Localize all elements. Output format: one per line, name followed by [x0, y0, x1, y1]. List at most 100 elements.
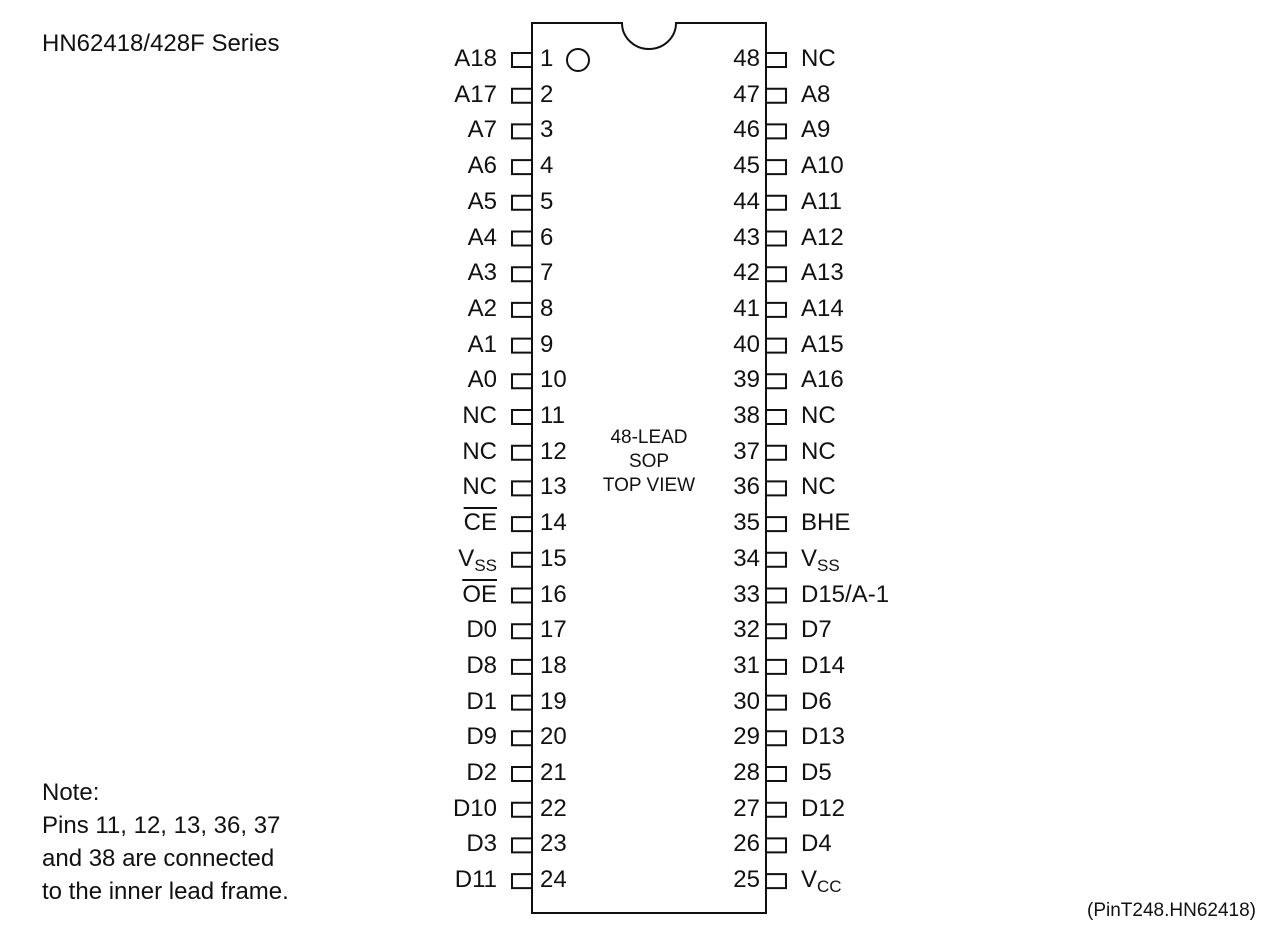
note-line: Pins 11, 12, 13, 36, 37	[42, 812, 281, 839]
pin-name: A0	[467, 366, 497, 394]
pin-stub	[511, 194, 532, 211]
note-heading: Note:	[42, 779, 100, 806]
pin-name: VCC	[801, 866, 842, 897]
pin-name: D13	[801, 723, 846, 751]
pin-number: 15	[540, 544, 567, 572]
figure-id: (PinT248.HN62418)	[1087, 900, 1256, 921]
pin-stub	[766, 730, 787, 747]
pin-number: 10	[540, 366, 567, 394]
pin-stub	[766, 87, 787, 104]
pin-stub	[511, 373, 532, 390]
pin-stub	[766, 587, 787, 604]
pin-stub	[766, 159, 787, 176]
pin-stub	[511, 730, 532, 747]
pin-stub	[766, 373, 787, 390]
pin-number: 16	[540, 580, 567, 608]
pin-number: 6	[540, 223, 554, 251]
pin-stub	[511, 516, 532, 533]
pin-number: 7	[540, 259, 554, 287]
pin-name-subscript: SS	[474, 555, 497, 575]
pin-name: NC	[801, 402, 836, 429]
pin-name: D12	[801, 794, 846, 822]
package-line-lead: 48-LEAD	[610, 427, 688, 448]
package-line-type: SOP	[628, 451, 670, 472]
pin-stub	[511, 623, 532, 640]
package-line-view: TOP VIEW	[602, 475, 696, 496]
pin-stubs	[511, 52, 787, 890]
pin-number: 46	[733, 116, 760, 144]
pin-stub	[766, 694, 787, 711]
pin-name: A12	[801, 223, 844, 251]
pin-stub	[511, 337, 532, 354]
pin-stub	[766, 266, 787, 283]
pin-number: 4	[540, 152, 554, 180]
pin-number: 37	[733, 437, 760, 465]
pin-name: A15	[801, 330, 844, 358]
pin-number: 5	[540, 187, 554, 215]
pin-stub	[766, 301, 787, 318]
pin-number: 22	[540, 794, 567, 822]
pin-name: D7	[801, 616, 832, 644]
pin-number: 40	[733, 330, 760, 358]
pin-stub	[511, 123, 532, 140]
pin-number: 17	[540, 616, 567, 644]
pin-stub	[511, 444, 532, 461]
pin-name: D10	[452, 794, 497, 822]
pin-name: D6	[801, 687, 832, 715]
pin-number: 36	[733, 473, 760, 501]
pin-number: 30	[733, 687, 760, 715]
pin-number: 11	[540, 402, 565, 429]
pin-number: 24	[540, 866, 567, 894]
note-line: to the inner lead frame.	[42, 878, 289, 905]
pin-number: 26	[733, 830, 760, 858]
pin-stub	[511, 409, 532, 425]
pin-stub	[766, 230, 787, 247]
pin-name: A10	[801, 152, 844, 180]
pin-stub	[511, 766, 532, 782]
pin-name: CE	[463, 509, 497, 537]
pin-name: A18	[454, 45, 497, 72]
pin-stub	[766, 444, 787, 461]
pin-stub	[766, 337, 787, 354]
pin-number: 33	[733, 580, 760, 608]
pin-stub	[766, 516, 787, 533]
pin-stub	[511, 230, 532, 247]
pin-number: 47	[733, 80, 760, 108]
pin-stub	[766, 551, 787, 568]
pin-stub	[766, 123, 787, 140]
pin-number: 35	[733, 509, 760, 537]
pin-number: 1	[540, 45, 554, 72]
pin-number: 25	[733, 866, 760, 894]
pin-number: 44	[733, 187, 760, 215]
pin-number: 39	[733, 366, 760, 394]
pin-number: 18	[540, 651, 567, 679]
pin-stub	[511, 694, 532, 711]
pin-name: A4	[467, 223, 497, 251]
pin-number: 34	[733, 544, 760, 572]
pin-number: 9	[540, 330, 554, 358]
pin-name: D4	[801, 830, 832, 858]
pin-number: 12	[540, 437, 567, 465]
pin-stub	[511, 551, 532, 568]
pin-number: 48	[733, 45, 760, 72]
pin-number: 29	[733, 723, 760, 751]
pin-stub	[511, 52, 532, 68]
pin-stub	[511, 587, 532, 604]
pin-stub	[511, 87, 532, 104]
chip-body	[531, 22, 767, 914]
pin-name: D2	[466, 759, 497, 786]
pin-number: 27	[733, 794, 760, 822]
pin-stub	[511, 801, 532, 818]
pin-stub	[766, 766, 787, 782]
pin-stub	[511, 301, 532, 318]
pin-stub	[766, 873, 787, 890]
pin-number: 20	[540, 723, 567, 751]
pin-name: D15/A-1	[801, 580, 890, 608]
pin-stub	[766, 801, 787, 818]
pin-number: 21	[540, 759, 567, 786]
pin-name: A3	[467, 259, 497, 287]
pin-number: 19	[540, 687, 567, 715]
pin-name: A17	[454, 80, 497, 108]
pin-number: 42	[733, 259, 760, 287]
